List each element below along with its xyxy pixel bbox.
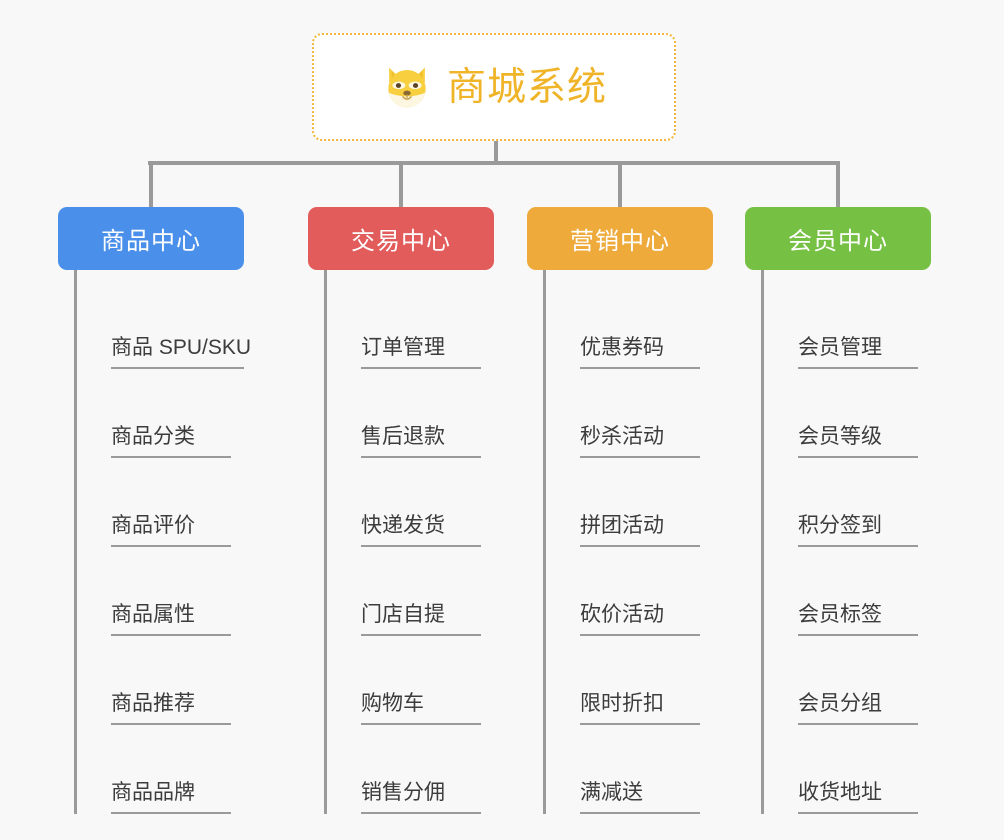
list-item-label: 商品评价 bbox=[111, 514, 231, 547]
list-item-label: 商品属性 bbox=[111, 603, 231, 636]
list-item[interactable]: 收货地址 bbox=[764, 725, 931, 814]
list-item-label: 快递发货 bbox=[361, 514, 481, 547]
list-item-label: 商品 SPU/SKU bbox=[111, 336, 251, 369]
list-item-label: 积分签到 bbox=[798, 514, 918, 547]
category-label: 商品中心 bbox=[101, 228, 201, 255]
list-item-label: 售后退款 bbox=[361, 425, 481, 458]
list-item-label: 订单管理 bbox=[361, 336, 481, 369]
list-item[interactable]: 商品分类 bbox=[77, 369, 244, 458]
list-item[interactable]: 满减送 bbox=[546, 725, 713, 814]
category-header-marketing-center[interactable]: 营销中心 bbox=[527, 207, 713, 270]
connector-drop-trade-center bbox=[399, 161, 403, 207]
list-item[interactable]: 会员等级 bbox=[764, 369, 931, 458]
category-header-member-center[interactable]: 会员中心 bbox=[745, 207, 931, 270]
list-item[interactable]: 售后退款 bbox=[327, 369, 494, 458]
list-item-label: 拼团活动 bbox=[580, 514, 700, 547]
list-item[interactable]: 商品属性 bbox=[77, 547, 244, 636]
category-label: 交易中心 bbox=[351, 228, 451, 255]
list-item-label: 优惠券码 bbox=[580, 336, 700, 369]
list-item[interactable]: 商品评价 bbox=[77, 458, 244, 547]
leaf-rail-product-center: 商品 SPU/SKU 商品分类 商品评价 商品属性 商品推荐 商品品牌 bbox=[74, 270, 251, 814]
shiba-dog-face-icon bbox=[388, 67, 426, 108]
list-item-label: 销售分佣 bbox=[361, 781, 481, 814]
list-item-label: 商品推荐 bbox=[111, 692, 231, 725]
category-header-trade-center[interactable]: 交易中心 bbox=[308, 207, 494, 270]
list-item[interactable]: 快递发货 bbox=[327, 458, 494, 547]
list-item[interactable]: 积分签到 bbox=[764, 458, 931, 547]
list-item[interactable]: 拼团活动 bbox=[546, 458, 713, 547]
list-item-label: 商品分类 bbox=[111, 425, 231, 458]
category-label: 会员中心 bbox=[788, 228, 888, 255]
connector-drop-product-center bbox=[149, 161, 153, 207]
category-header-product-center[interactable]: 商品中心 bbox=[58, 207, 244, 270]
list-item[interactable]: 门店自提 bbox=[327, 547, 494, 636]
list-item-label: 会员等级 bbox=[798, 425, 918, 458]
category-label: 营销中心 bbox=[570, 228, 670, 255]
list-item-label: 商品品牌 bbox=[111, 781, 231, 814]
list-item-label: 收货地址 bbox=[798, 781, 918, 814]
connector-horizontal-bus bbox=[148, 161, 840, 165]
list-item-label: 秒杀活动 bbox=[580, 425, 700, 458]
branch-trade-center: 交易中心 订单管理 售后退款 快递发货 门店自提 购物车 销售分佣 bbox=[308, 207, 494, 814]
list-item-label: 会员分组 bbox=[798, 692, 918, 725]
list-item[interactable]: 会员分组 bbox=[764, 636, 931, 725]
list-item[interactable]: 砍价活动 bbox=[546, 547, 713, 636]
list-item[interactable]: 销售分佣 bbox=[327, 725, 494, 814]
connector-root-stem bbox=[494, 141, 498, 164]
list-item[interactable]: 商品 SPU/SKU bbox=[77, 280, 251, 369]
list-item-label: 限时折扣 bbox=[580, 692, 700, 725]
list-item-label: 购物车 bbox=[361, 692, 481, 725]
root-node-label: 商城系统 bbox=[446, 65, 607, 109]
list-item[interactable]: 购物车 bbox=[327, 636, 494, 725]
list-item-label: 砍价活动 bbox=[580, 603, 700, 636]
list-item-label: 满减送 bbox=[580, 781, 700, 814]
branch-member-center: 会员中心 会员管理 会员等级 积分签到 会员标签 会员分组 收货地址 bbox=[745, 207, 931, 814]
list-item[interactable]: 会员管理 bbox=[764, 280, 931, 369]
list-item[interactable]: 优惠券码 bbox=[546, 280, 713, 369]
list-item-label: 会员管理 bbox=[798, 336, 918, 369]
list-item[interactable]: 会员标签 bbox=[764, 547, 931, 636]
list-item[interactable]: 订单管理 bbox=[327, 280, 494, 369]
list-item[interactable]: 秒杀活动 bbox=[546, 369, 713, 458]
leaf-rail-trade-center: 订单管理 售后退款 快递发货 门店自提 购物车 销售分佣 bbox=[324, 270, 494, 814]
list-item-label: 门店自提 bbox=[361, 603, 481, 636]
list-item-label: 会员标签 bbox=[798, 603, 918, 636]
connector-drop-marketing-center bbox=[618, 161, 622, 207]
connector-drop-member-center bbox=[836, 161, 840, 207]
leaf-rail-member-center: 会员管理 会员等级 积分签到 会员标签 会员分组 收货地址 bbox=[761, 270, 931, 814]
list-item[interactable]: 商品品牌 bbox=[77, 725, 244, 814]
leaf-rail-marketing-center: 优惠券码 秒杀活动 拼团活动 砍价活动 限时折扣 满减送 bbox=[543, 270, 713, 814]
root-node-mall-system[interactable]: 商城系统 bbox=[312, 33, 676, 141]
list-item[interactable]: 商品推荐 bbox=[77, 636, 244, 725]
branch-marketing-center: 营销中心 优惠券码 秒杀活动 拼团活动 砍价活动 限时折扣 满减送 bbox=[527, 207, 713, 814]
list-item[interactable]: 限时折扣 bbox=[546, 636, 713, 725]
branch-product-center: 商品中心 商品 SPU/SKU 商品分类 商品评价 商品属性 商品推荐 商品品牌 bbox=[58, 207, 251, 814]
